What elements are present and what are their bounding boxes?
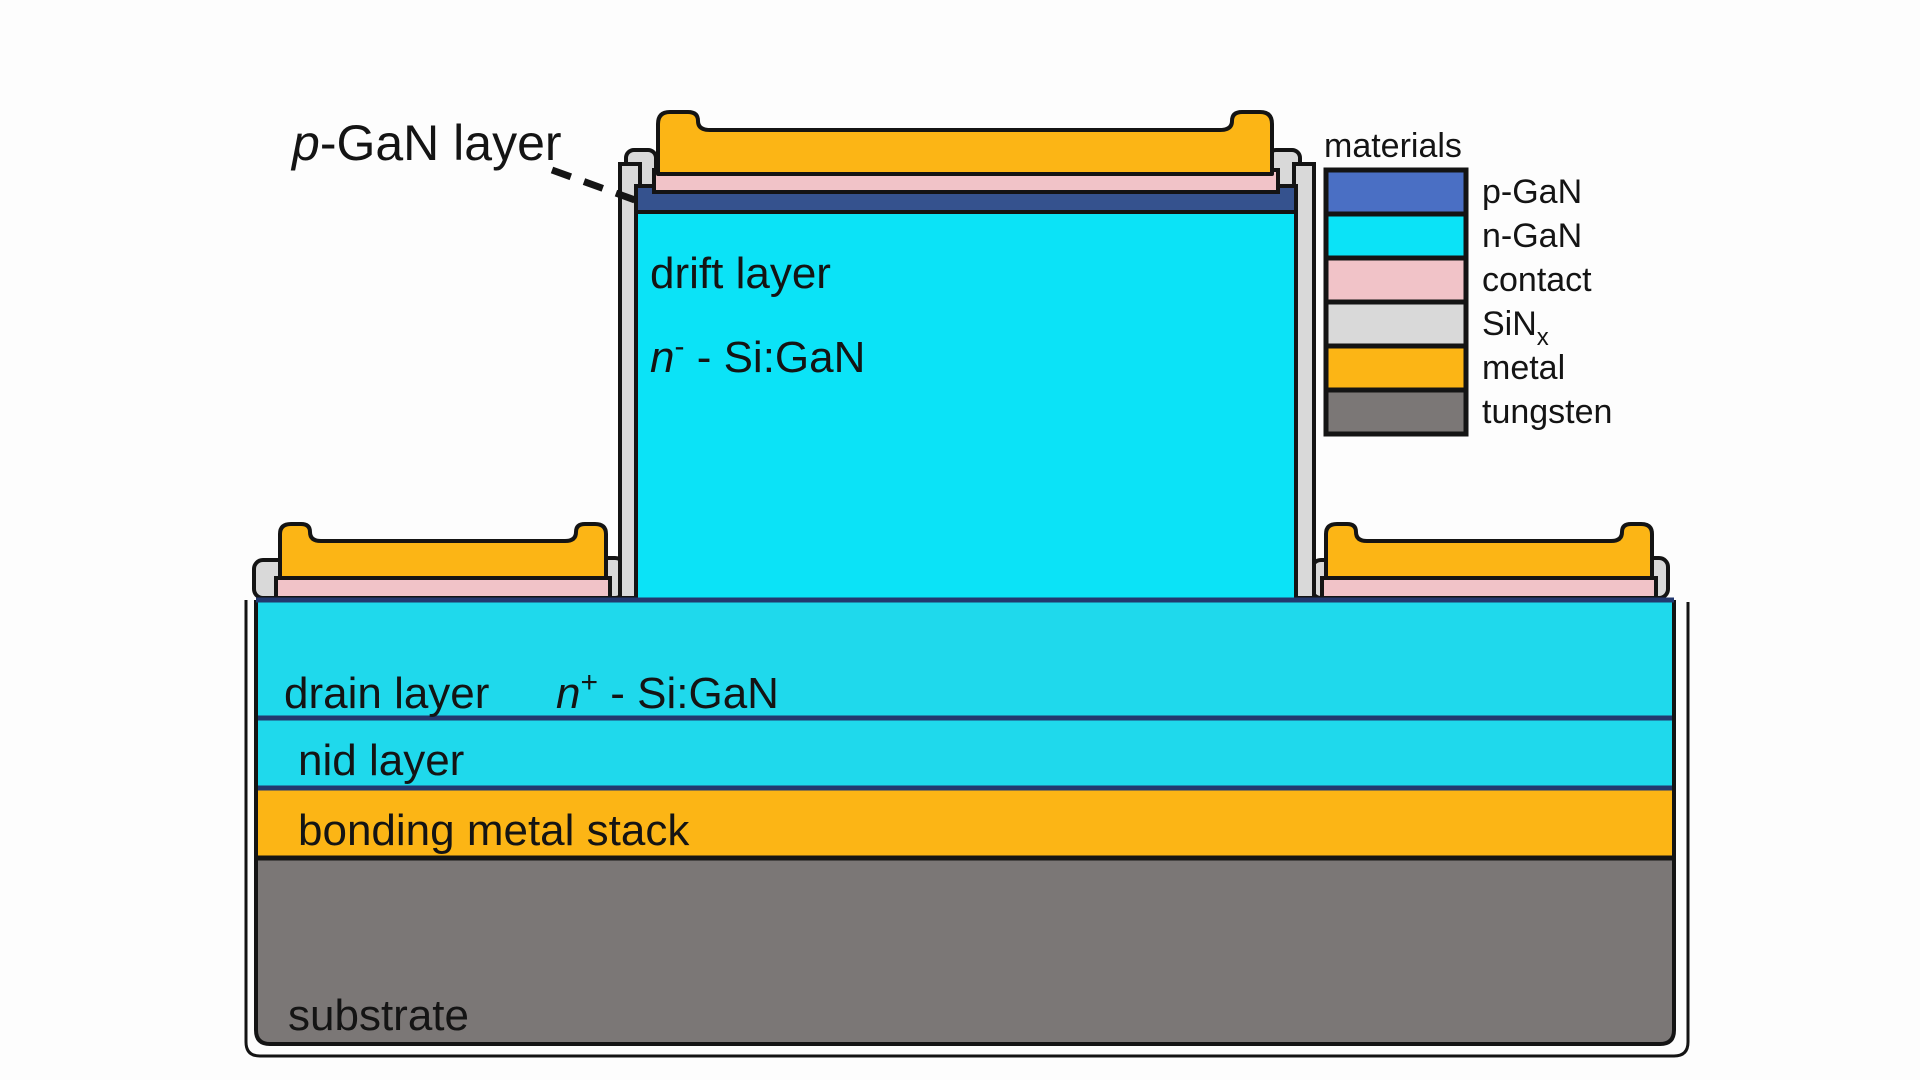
metal-electrode — [278, 522, 608, 580]
gate-metal-electrode — [656, 110, 1274, 176]
drift-layer-formula: n- - Si:GaN — [650, 330, 865, 382]
drift-layer-label: drift layer — [650, 249, 831, 298]
legend-label-n-gan: n-GaN — [1482, 217, 1582, 255]
drain-layer-label: drain layer — [284, 669, 489, 718]
substrate-region — [256, 858, 1674, 1044]
legend-row: tungsten — [1323, 387, 1612, 437]
legend-label-subscript: x — [1537, 324, 1549, 351]
body-outer-outline — [244, 600, 1690, 1058]
bonding-metal-label: bonding metal stack — [298, 806, 690, 855]
legend-label-metal: metal — [1482, 349, 1565, 387]
legend-row: n-GaN — [1323, 211, 1582, 261]
legend-swatch-contact — [1323, 255, 1469, 305]
legend-swatch-metal — [1323, 343, 1469, 393]
legend-row: p-GaN — [1323, 167, 1582, 217]
p-gan-annotation: p-GaN layer — [290, 115, 562, 171]
legend-title: materials — [1324, 127, 1462, 165]
legend-label-sinx: SiNx — [1482, 305, 1549, 351]
bonding-metal-region — [256, 788, 1674, 858]
right-contact — [1310, 522, 1670, 600]
legend-label-text: p-GaN — [1482, 173, 1582, 211]
drift-mesa — [618, 110, 1316, 602]
annotation-italic: p — [290, 115, 320, 171]
legend-row: contact — [1323, 255, 1592, 305]
legend-row: SiNx — [1323, 299, 1549, 351]
substrate-label: substrate — [288, 991, 469, 1040]
formula-superscript: - — [674, 330, 684, 363]
formula-n: n — [650, 333, 674, 382]
legend: materials p-GaN n-GaN contact SiNx metal… — [1323, 127, 1612, 437]
metal-electrode — [1324, 522, 1654, 580]
legend-label-tungsten: tungsten — [1482, 393, 1612, 431]
contact-layer — [1320, 576, 1658, 600]
legend-label-text: tungsten — [1482, 393, 1612, 431]
legend-label-text: SiN — [1482, 305, 1537, 343]
left-contact — [252, 522, 626, 600]
legend-label-text: metal — [1482, 349, 1565, 387]
formula-rest: - Si:GaN — [684, 333, 865, 382]
legend-swatch-n-gan — [1323, 211, 1469, 261]
legend-row: metal — [1323, 343, 1565, 393]
legend-label-text: n-GaN — [1482, 217, 1582, 255]
nid-layer-label: nid layer — [298, 736, 464, 785]
legend-label-p-gan: p-GaN — [1482, 173, 1582, 211]
drift-layer-region — [634, 210, 1298, 602]
legend-swatch-sinx — [1323, 299, 1469, 349]
body-outline — [254, 600, 1676, 1046]
annotation-rest: -GaN layer — [320, 115, 562, 171]
formula-rest: - Si:GaN — [598, 669, 779, 718]
formula-superscript: + — [580, 666, 598, 699]
contact-layer — [274, 576, 612, 600]
device-body — [244, 598, 1690, 1058]
legend-swatch-p-gan — [1323, 167, 1469, 217]
legend-label-text: contact — [1482, 261, 1592, 299]
legend-label-contact: contact — [1482, 261, 1592, 299]
drain-layer-region — [256, 598, 1674, 719]
legend-swatch-tungsten — [1323, 387, 1469, 437]
annotation-leader-line — [550, 166, 648, 208]
drain-layer-formula: n+ - Si:GaN — [556, 666, 779, 718]
formula-n: n — [556, 669, 580, 718]
nid-layer-region — [256, 718, 1674, 788]
